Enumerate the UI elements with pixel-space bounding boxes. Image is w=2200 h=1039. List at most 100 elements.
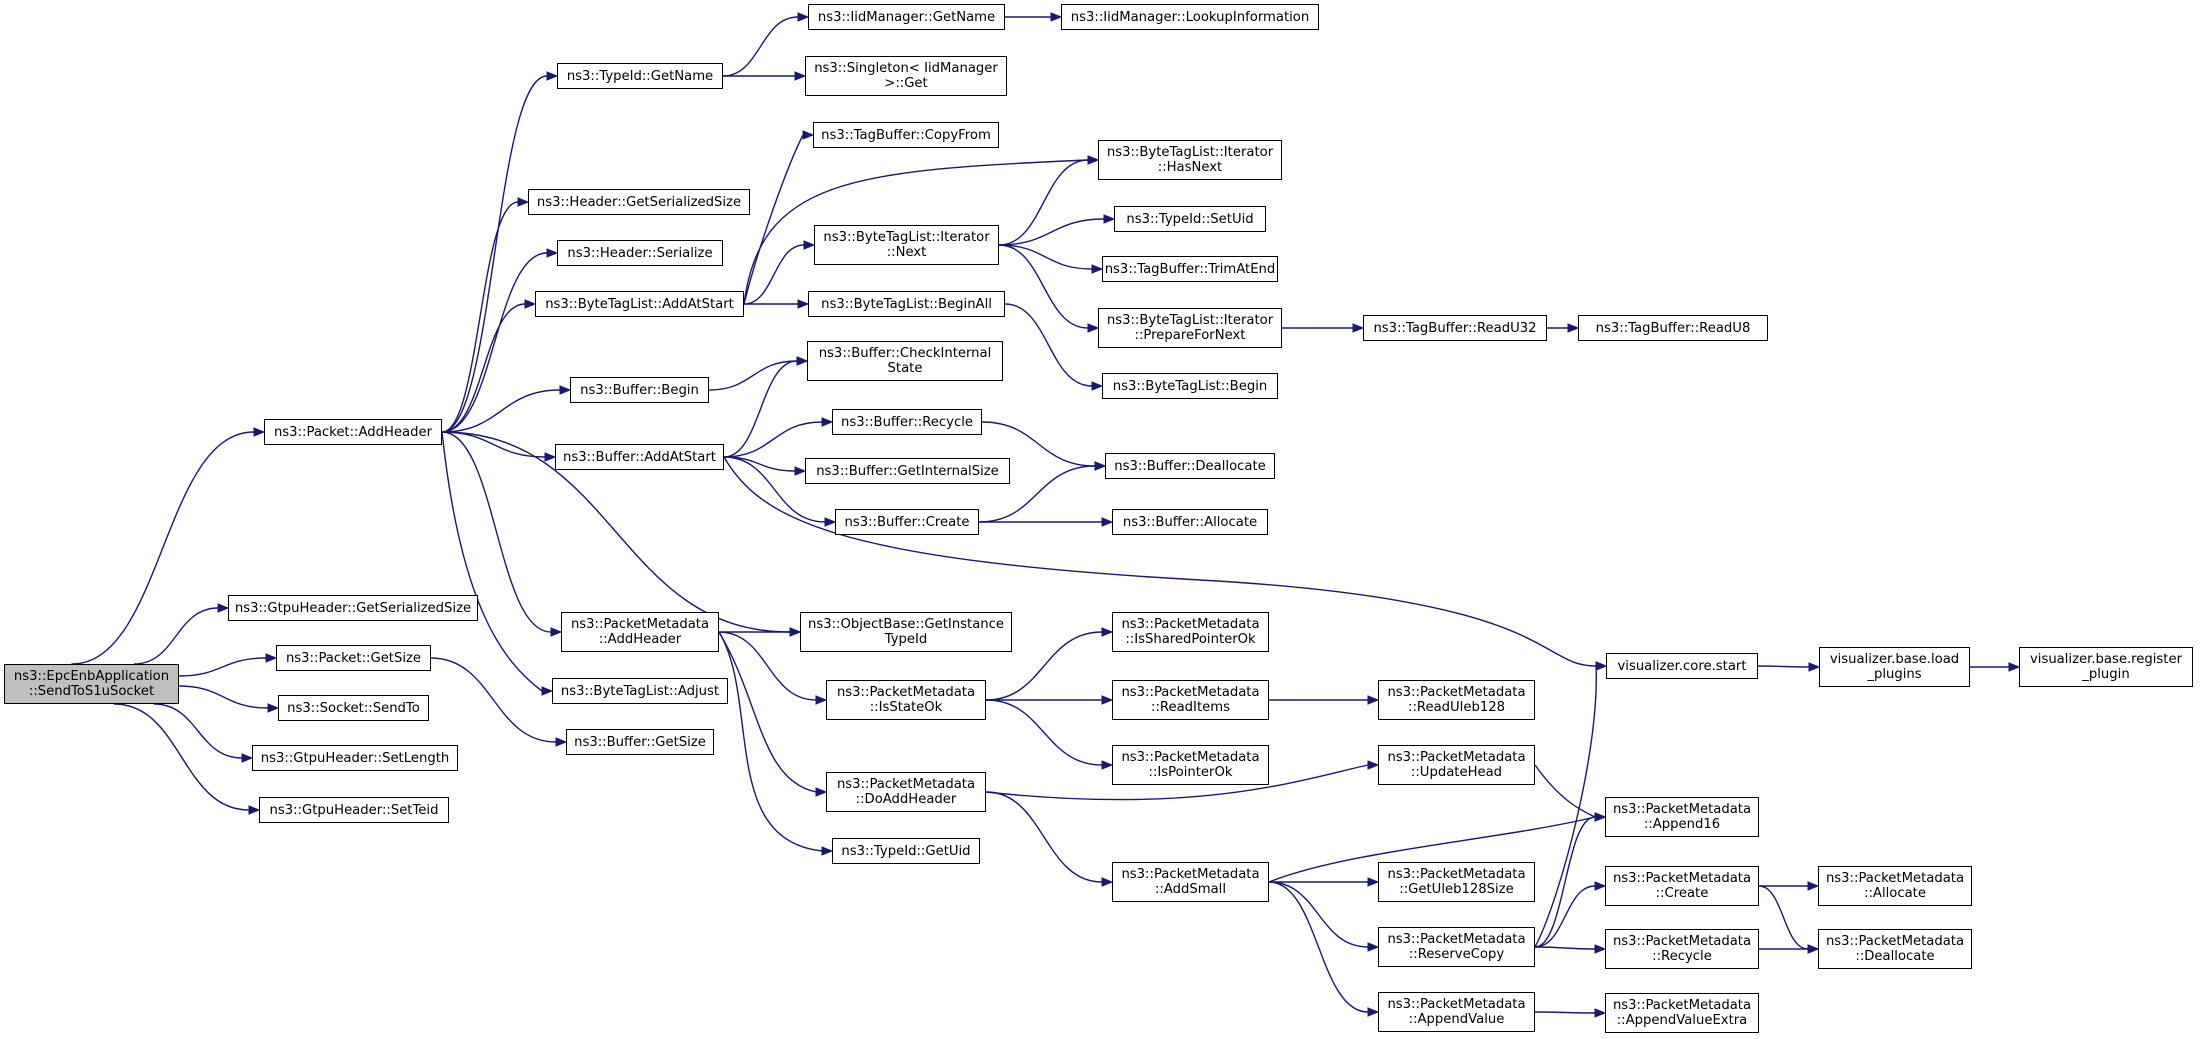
call-edge <box>718 631 817 793</box>
function-node-pm-readuleb[interactable]: ns3::PacketMetadata::ReadUleb128 <box>1378 680 1535 720</box>
function-node-label: ns3::PacketMetadata <box>1612 998 1752 1013</box>
arrowhead-icon <box>794 71 807 81</box>
function-node-pm-append16[interactable]: ns3::PacketMetadata::Append16 <box>1605 797 1759 837</box>
function-node-pm-create[interactable]: ns3::PacketMetadata::Create <box>1605 866 1759 906</box>
function-node-root: ns3::EpcEnbApplication::SendToS1uSocket <box>4 664 179 704</box>
function-node-singleton-get[interactable]: ns3::Singleton< IidManager>::Get <box>805 56 1007 96</box>
function-node-pm-doaddheader[interactable]: ns3::PacketMetadata::DoAddHeader <box>826 772 986 812</box>
function-node-label: ns3::Buffer::GetInternalSize <box>816 463 999 479</box>
function-node-label: ns3::GtpuHeader::SetTeid <box>269 802 439 818</box>
function-node-iid-lookup[interactable]: ns3::IidManager::LookupInformation <box>1061 4 1319 30</box>
function-node-tagbuf-trimatend[interactable]: ns3::TagBuffer::TrimAtEnd <box>1102 256 1278 282</box>
arrowhead-icon <box>517 197 530 207</box>
function-node-buf-allocate[interactable]: ns3::Buffer::Allocate <box>1112 509 1268 535</box>
call-edge <box>1534 1011 1596 1014</box>
function-node-label: ns3::ByteTagList::Adjust <box>560 683 720 699</box>
arrowhead-icon <box>802 130 815 140</box>
arrowhead-icon <box>2008 662 2021 672</box>
function-node-buf-begin[interactable]: ns3::Buffer::Begin <box>570 377 709 403</box>
function-node-buf-getsize[interactable]: ns3::Buffer::GetSize <box>566 729 714 755</box>
function-node-buf-recycle[interactable]: ns3::Buffer::Recycle <box>832 409 982 435</box>
function-node-hdr-ser[interactable]: ns3::Header::Serialize <box>557 240 723 266</box>
function-node-buf-addatstart[interactable]: ns3::Buffer::AddAtStart <box>555 444 724 470</box>
function-node-buf-getinternalsize[interactable]: ns3::Buffer::GetInternalSize <box>805 458 1010 484</box>
function-node-pm-isstateok[interactable]: ns3::PacketMetadata::IsStateOk <box>826 680 986 720</box>
function-node-label: ns3::PacketMetadata <box>570 617 710 632</box>
function-node-btli-hasnext[interactable]: ns3::ByteTagList::Iterator::HasNext <box>1098 140 1282 180</box>
function-node-pm-deallocate[interactable]: ns3::PacketMetadata::Deallocate <box>1818 929 1972 969</box>
function-node-buf-create[interactable]: ns3::Buffer::Create <box>835 509 979 535</box>
function-node-btli-next[interactable]: ns3::ByteTagList::Iterator::Next <box>814 225 999 265</box>
function-node-pm-issharedptrok[interactable]: ns3::PacketMetadata::IsSharedPointerOk <box>1112 612 1269 652</box>
function-node-label: ::ReadUleb128 <box>1408 700 1505 715</box>
function-node-vis-base-load[interactable]: visualizer.base.load_plugins <box>1819 647 1970 687</box>
function-node-label: ::Next <box>886 245 927 260</box>
call-edge <box>722 16 799 77</box>
function-node-vis-core-start[interactable]: visualizer.core.start <box>1606 653 1758 679</box>
function-node-label: ns3::PacketMetadata <box>1121 750 1260 765</box>
function-node-typeid-getuid[interactable]: ns3::TypeId::GetUid <box>832 838 980 864</box>
function-node-pm-ispointerok[interactable]: ns3::PacketMetadata::IsPointerOk <box>1112 745 1269 785</box>
function-node-socket-sendto[interactable]: ns3::Socket::SendTo <box>278 695 429 721</box>
arrowhead-icon <box>1567 323 1580 333</box>
function-node-vis-base-register[interactable]: visualizer.base.register_plugin <box>2019 647 2193 687</box>
arrowhead-icon <box>1101 627 1114 637</box>
function-node-label: ns3::TagBuffer::CopyFrom <box>821 127 991 143</box>
function-node-pm-recycle[interactable]: ns3::PacketMetadata::Recycle <box>1605 929 1759 969</box>
function-node-pm-allocate[interactable]: ns3::PacketMetadata::Allocate <box>1818 866 1972 906</box>
arrowhead-icon <box>1087 323 1100 333</box>
function-node-label: ns3::Buffer::GetSize <box>574 734 706 750</box>
arrowhead-icon <box>524 299 537 309</box>
function-node-pm-reservecopy[interactable]: ns3::PacketMetadata::ReserveCopy <box>1378 927 1535 967</box>
function-node-buf-deallocate[interactable]: ns3::Buffer::Deallocate <box>1105 453 1275 479</box>
function-node-btl-adjust[interactable]: ns3::ByteTagList::Adjust <box>552 678 728 704</box>
function-node-pm-appendvalue[interactable]: ns3::PacketMetadata::AppendValue <box>1378 992 1535 1032</box>
function-node-tagbuf-readu32[interactable]: ns3::TagBuffer::ReadU32 <box>1363 315 1547 341</box>
function-node-btl-begin[interactable]: ns3::ByteTagList::Begin <box>1102 373 1278 399</box>
function-node-label: ::AddHeader <box>598 632 682 647</box>
function-node-pm-updatehead[interactable]: ns3::PacketMetadata::UpdateHead <box>1378 745 1535 785</box>
function-node-tagbuf-readu8[interactable]: ns3::TagBuffer::ReadU8 <box>1578 315 1768 341</box>
call-edge <box>1534 816 1596 948</box>
function-node-label: ns3::PacketMetadata <box>1825 871 1965 886</box>
function-node-hdr-getser[interactable]: ns3::Header::GetSerializedSize <box>528 189 750 215</box>
function-node-gtpu-getser[interactable]: ns3::GtpuHeader::GetSerializedSize <box>228 595 478 621</box>
function-node-pm-addsmall[interactable]: ns3::PacketMetadata::AddSmall <box>1112 862 1269 902</box>
function-node-btli-prepare[interactable]: ns3::ByteTagList::Iterator::PrepareForNe… <box>1098 308 1282 348</box>
function-node-label: ns3::GtpuHeader::SetLength <box>260 750 450 766</box>
function-node-label: ::AddSmall <box>1154 882 1227 897</box>
function-node-btl-addatstart[interactable]: ns3::ByteTagList::AddAtStart <box>535 291 744 317</box>
function-node-label: ns3::ObjectBase::GetInstance <box>807 617 1005 632</box>
arrowhead-icon <box>1091 381 1104 391</box>
function-node-pm-readitems[interactable]: ns3::PacketMetadata::ReadItems <box>1112 680 1269 720</box>
function-node-iid-getname[interactable]: ns3::IidManager::GetName <box>808 4 1005 30</box>
arrowhead-icon <box>1595 661 1608 671</box>
function-node-typeid-setuid[interactable]: ns3::TypeId::SetUid <box>1114 206 1266 232</box>
function-node-pkt-getsize[interactable]: ns3::Packet::GetSize <box>276 645 431 671</box>
call-edge <box>113 703 250 811</box>
arrowhead-icon <box>541 686 554 696</box>
function-node-tagbuf-copyfrom[interactable]: ns3::TagBuffer::CopyFrom <box>813 122 999 148</box>
function-node-gtpu-setteid[interactable]: ns3::GtpuHeader::SetTeid <box>259 797 449 823</box>
function-node-pm-appendvalueextra[interactable]: ns3::PacketMetadata::AppendValueExtra <box>1605 993 1759 1033</box>
function-node-btl-beginall[interactable]: ns3::ByteTagList::BeginAll <box>808 291 1005 317</box>
call-edge <box>71 431 255 665</box>
function-node-typeid-getname[interactable]: ns3::TypeId::GetName <box>557 63 723 89</box>
function-node-label: ns3::PacketMetadata <box>1387 685 1526 700</box>
function-node-label: ns3::Header::Serialize <box>567 245 713 261</box>
function-node-label: ns3::ByteTagList::Iterator <box>1106 313 1274 328</box>
call-edge <box>178 685 269 709</box>
function-node-pm-getulebsize[interactable]: ns3::PacketMetadata::GetUleb128Size <box>1378 862 1535 902</box>
function-node-addheader[interactable]: ns3::Packet::AddHeader <box>264 419 442 445</box>
call-edge <box>430 657 557 743</box>
call-edge <box>985 791 1103 883</box>
function-node-pm-addheader[interactable]: ns3::PacketMetadata::AddHeader <box>561 612 719 652</box>
function-node-label: ::PrepareForNext <box>1134 328 1246 343</box>
function-node-label: visualizer.core.start <box>1617 658 1747 674</box>
call-edge <box>743 244 805 305</box>
function-node-gtpu-setlen[interactable]: ns3::GtpuHeader::SetLength <box>252 745 458 771</box>
call-edge <box>441 201 519 433</box>
call-edge <box>441 389 561 433</box>
